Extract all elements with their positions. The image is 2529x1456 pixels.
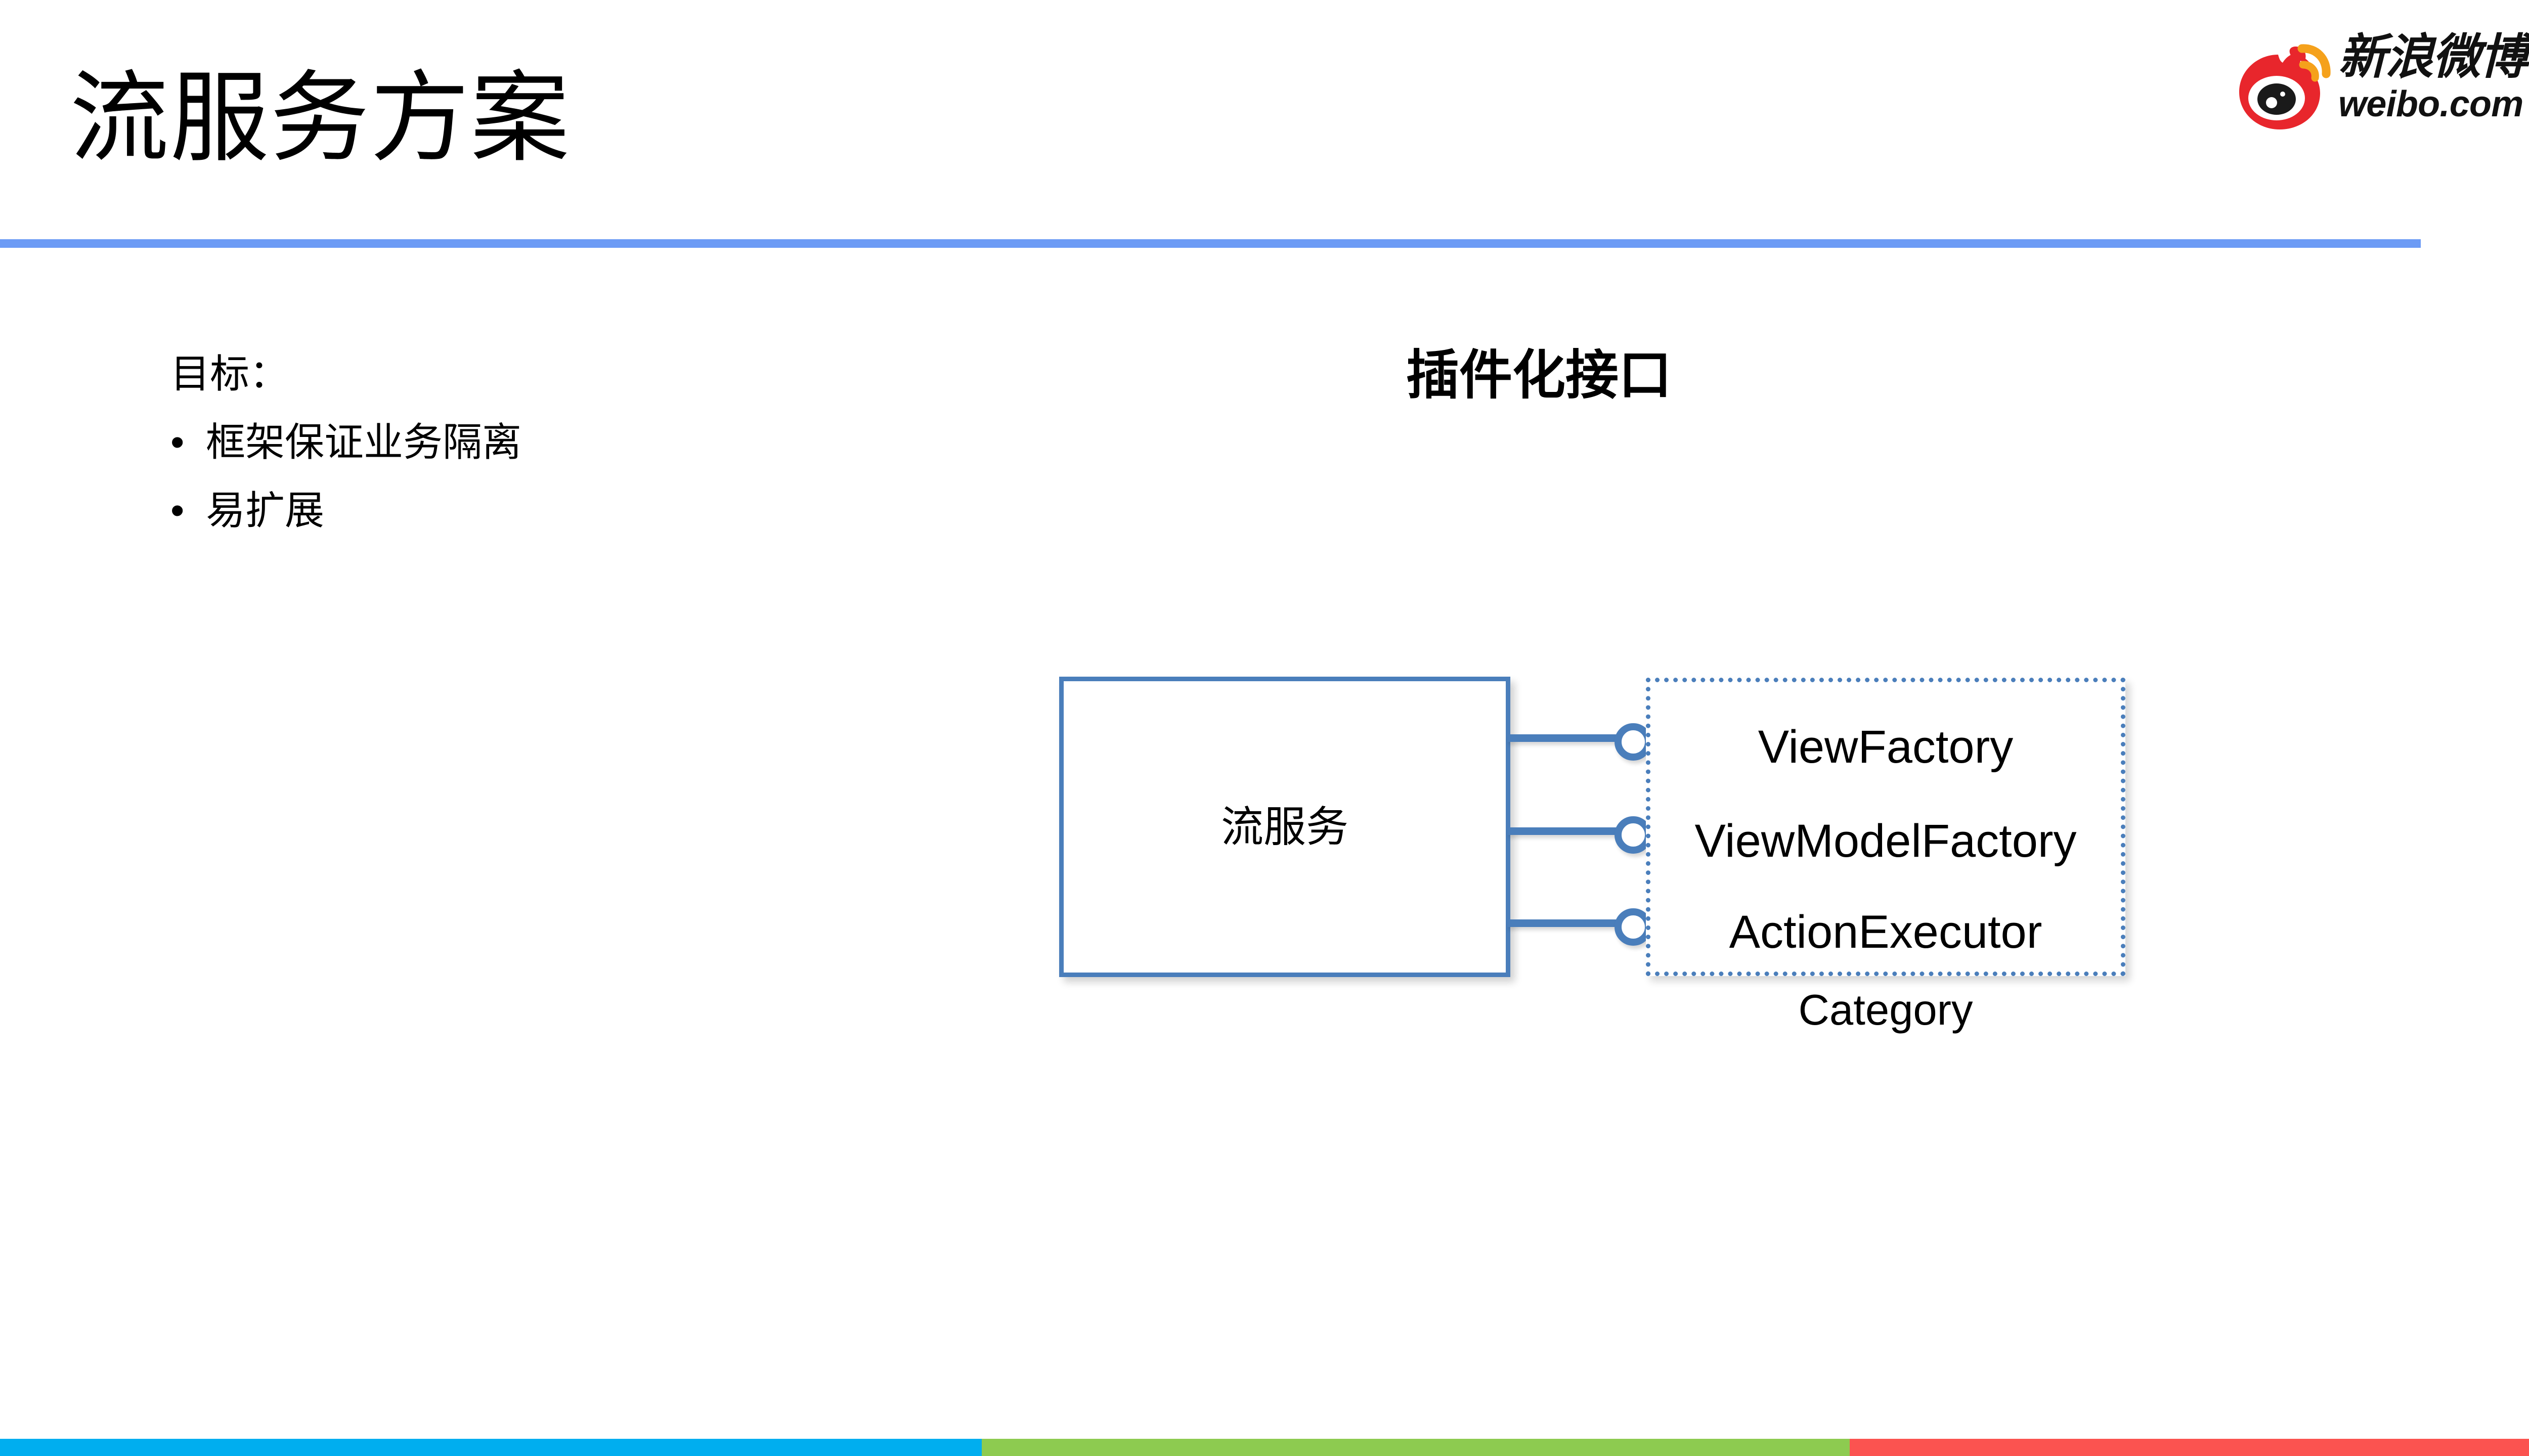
connector-stem [1507,734,1623,742]
list-item: • 易扩展 [170,491,828,530]
goal-item-label: 易扩展 [206,488,325,533]
connector-stem [1507,919,1623,927]
category-caption: Category [1798,986,1973,1034]
weibo-logo-en: weibo.com [2338,83,2523,124]
goals-label: 目标： [170,351,289,396]
connector-stem [1507,827,1623,835]
footer-bar-green [982,1439,1850,1456]
goal-item-label: 框架保证业务隔离 [206,420,522,464]
page-title: 流服务方案 [70,63,571,173]
weibo-logo: 新浪微博 weibo.com [2226,31,2529,142]
weibo-logo-text: 新浪微博 weibo.com [2338,32,2529,122]
lollipop-connector-actionexecutor [1507,908,1652,946]
footer-accent-bars [0,1439,2529,1456]
title-divider-rule [0,239,2421,248]
weibo-logo-cn: 新浪微博 [2338,30,2527,84]
bullet-icon: • [170,420,185,464]
service-box-label: 流服务 [1220,803,1348,851]
weibo-logo-icon [2226,35,2332,137]
footer-bar-cyan [0,1439,982,1456]
category-box: ViewFactory ViewModelFactory ActionExecu… [1646,678,2125,976]
goals-block: 目标： • 框架保证业务隔离 • 易扩展 [170,354,828,530]
category-item-viewfactory: ViewFactory [1758,721,2014,773]
lollipop-connector-viewmodelfactory [1507,816,1652,854]
lollipop-connector-viewfactory [1507,723,1652,761]
category-item-viewmodelfactory: ViewModelFactory [1694,815,2077,867]
service-box: 流服务 [1059,677,1510,977]
diagram-heading: 插件化接口 [1406,346,1672,405]
category-item-actionexecutor: ActionExecutor [1729,906,2042,958]
footer-bar-red [1850,1439,2529,1456]
bullet-icon: • [170,488,185,533]
list-item: • 框架保证业务隔离 [170,422,828,462]
